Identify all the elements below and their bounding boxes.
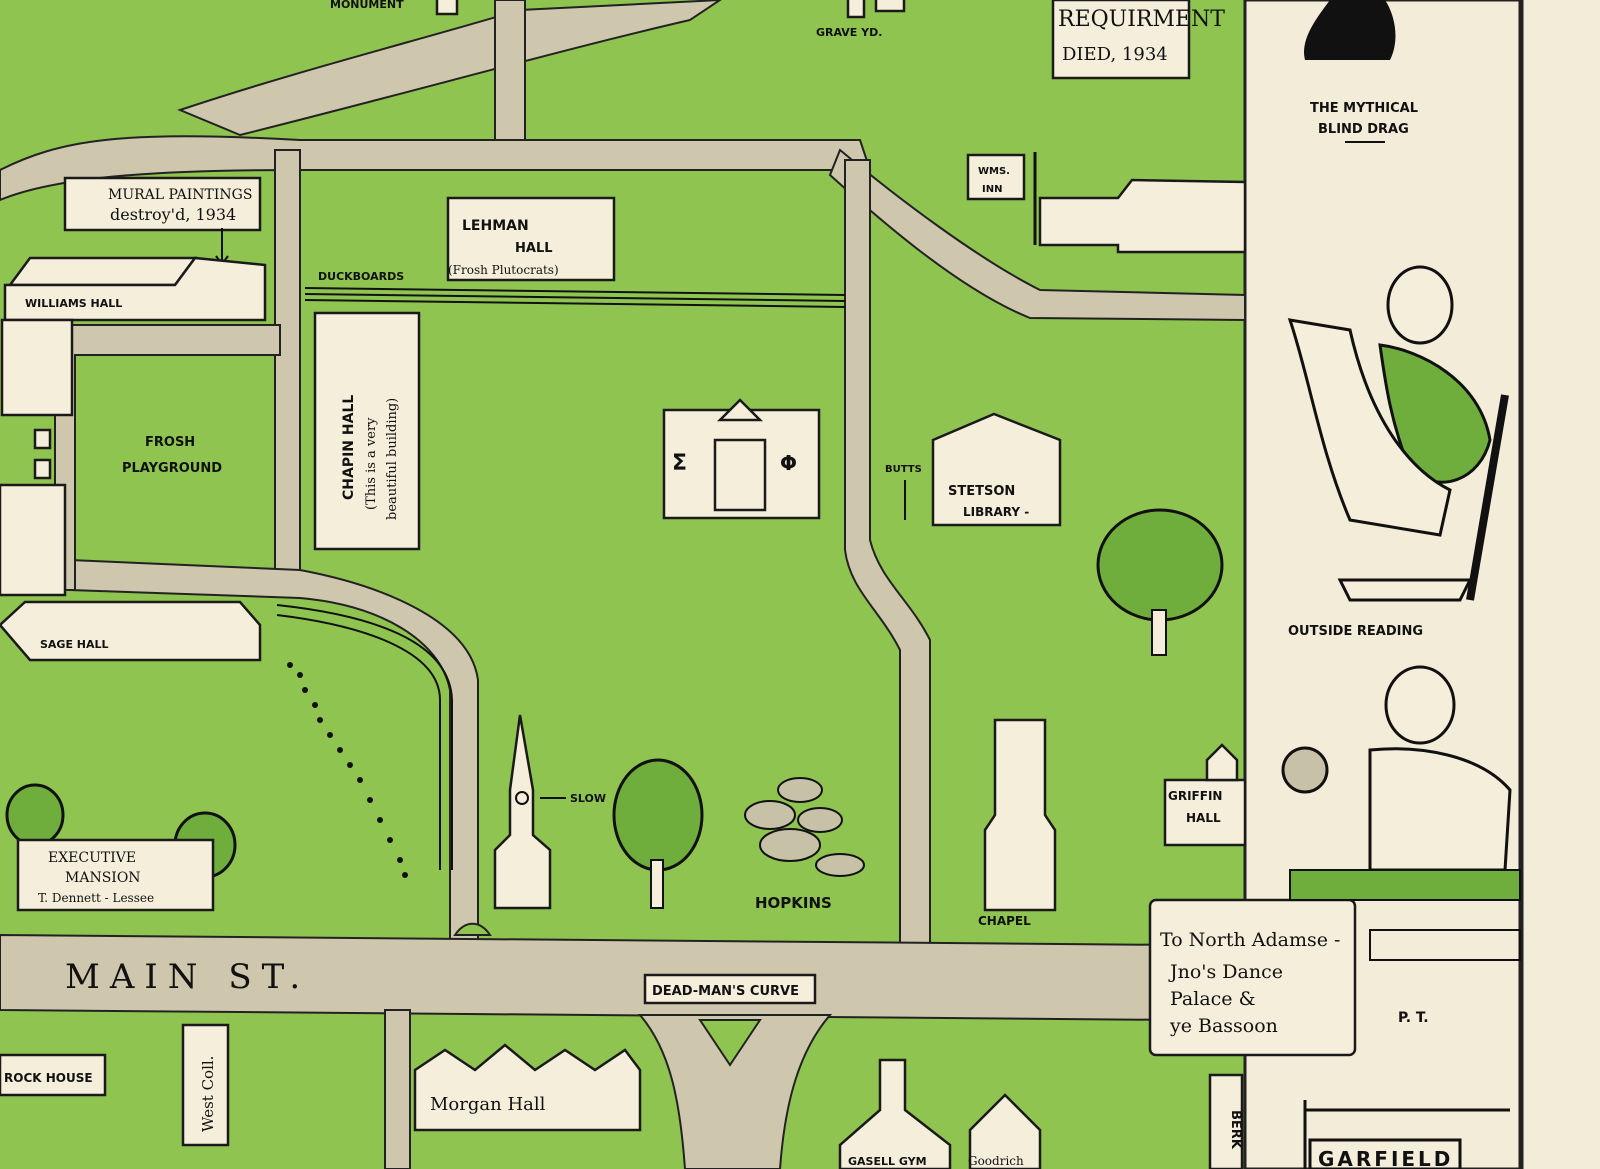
outside-reading-label: OUTSIDE READING (1288, 624, 1423, 639)
morgan-hall (413, 1043, 642, 1132)
morgan-hall-label: Morgan Hall (430, 1094, 546, 1115)
sigma-label: Σ (672, 451, 687, 476)
church (493, 714, 552, 910)
wms-inn-line2: INN (982, 184, 1002, 195)
main-st-label: MAIN ST. (65, 957, 310, 997)
mural-line1: MURAL PAINTINGS (108, 187, 252, 203)
grave-yard-stone (846, 0, 866, 19)
pt-label: P. T. (1398, 1010, 1429, 1026)
dead-mans-curve-sign (643, 973, 817, 1005)
road-diagonal-north (177, 0, 722, 137)
frosh-line2: PLAYGROUND (122, 461, 222, 476)
williams-wing (0, 318, 74, 417)
hopkins-label: HOPKINS (755, 894, 832, 912)
reading-student (1287, 265, 1509, 602)
lehman-line1: LEHMAN (462, 218, 529, 234)
chapin-line1: CHAPIN HALL (341, 395, 357, 500)
roads (0, 0, 1246, 1169)
wms-inn (1038, 178, 1247, 254)
stetson-library (931, 412, 1062, 527)
ping-pong-player (1281, 665, 1521, 961)
executive-line1: EXECUTIVE (48, 850, 136, 866)
williams-lower-wing (0, 483, 67, 597)
garfield-sign-post (1303, 1100, 1510, 1169)
road-south-fork (637, 1014, 833, 1169)
chapin-line2: (This is a very (364, 417, 379, 510)
north-adams-line1: To North Adamse - (1160, 929, 1340, 951)
executive-mansion (16, 838, 215, 912)
garfield-label: GARFIELD (1318, 1147, 1453, 1169)
tree-hopkins (612, 758, 704, 909)
panel-border (1522, 0, 1600, 1169)
road-right-curve (828, 148, 1246, 322)
traffic-island-small (453, 922, 492, 936)
duckboards-label: DUCKBOARDS (318, 270, 404, 283)
traffic-island (698, 1019, 762, 1067)
hopkins-rocks (744, 777, 865, 877)
chapin-line3: beautiful building) (385, 398, 400, 520)
north-adams-line4: ye Bassoon (1169, 1015, 1278, 1037)
monument-label: MONUMENT (330, 0, 404, 11)
gasell-gym (838, 1058, 952, 1169)
butts-label: BUTTS (885, 464, 922, 475)
griffin-line2: HALL (1186, 811, 1221, 825)
stetson-line1: STETSON (948, 484, 1015, 499)
slow-label: SLOW (570, 792, 606, 805)
road-vertical-left (274, 149, 301, 581)
road-south-left (384, 1009, 411, 1169)
berk-label: BERK (1228, 1110, 1243, 1150)
goodrich (968, 1093, 1042, 1169)
requirement-line2: DIED, 1934 (1062, 44, 1168, 65)
sage-hall (0, 600, 262, 662)
grave-yard-stone-2 (874, 0, 906, 13)
sage-hall-label: SAGE HALL (40, 638, 109, 651)
road-diagonal-north-2 (494, 0, 526, 141)
griffin-hall (1163, 778, 1247, 847)
goodrich-label: Goodrich (968, 1154, 1024, 1168)
berk-sign (1208, 1073, 1244, 1169)
requirement-line1: REQUIRMENT (1058, 7, 1225, 32)
griffin-line1: GRIFFIN (1168, 789, 1222, 803)
rock-house (0, 1053, 107, 1097)
monument (435, 0, 459, 16)
mural-scroll (63, 176, 262, 232)
gasell-gym-label: GASELL GYM (848, 1155, 927, 1168)
williams-hall (7, 256, 198, 287)
mythical-line2: BLIND DRAG (1318, 122, 1409, 137)
north-adams-line2: Jno's Dance (1168, 961, 1283, 983)
stetson-line2: LIBRARY - (963, 505, 1029, 519)
executive-line3: T. Dennett - Lessee (38, 891, 154, 905)
chapin-hall (313, 311, 421, 551)
lehman-hall (446, 196, 616, 282)
wms-inn-line1: WMS. (978, 166, 1010, 177)
north-adams-scroll (1148, 898, 1357, 1057)
duckboards (304, 287, 846, 308)
mythical-figure (1304, 0, 1396, 60)
lehman-line2: HALL (515, 241, 553, 256)
williams-hall-label: WILLIAMS HALL (25, 297, 122, 310)
frosh-line1: FROSH (145, 435, 195, 450)
footprints (287, 662, 408, 878)
executive-line2: MANSION (65, 870, 141, 886)
requirement-sign (1051, 0, 1191, 80)
tree-mansion-left (5, 783, 65, 847)
mythical-line1: THE MYTHICAL (1310, 101, 1418, 116)
wms-inn-sign (966, 153, 1026, 201)
tree-library (1096, 508, 1224, 656)
chapel (983, 718, 1057, 912)
lehman-line3: (Frosh Plutocrats) (448, 263, 559, 277)
grave-yd-label: GRAVE YD. (816, 26, 882, 39)
mural-line2: destroy'd, 1934 (110, 205, 236, 224)
north-adams-line3: Palace & (1170, 988, 1256, 1010)
phi-label: Φ (780, 451, 797, 475)
west-coll-label: West Coll. (199, 1056, 217, 1132)
rock-house-label: ROCK HOUSE (4, 1071, 93, 1085)
dead-mans-curve-label: DEAD-MAN'S CURVE (652, 984, 799, 999)
chapel-label: CHAPEL (978, 914, 1031, 928)
west-college (181, 1023, 230, 1147)
